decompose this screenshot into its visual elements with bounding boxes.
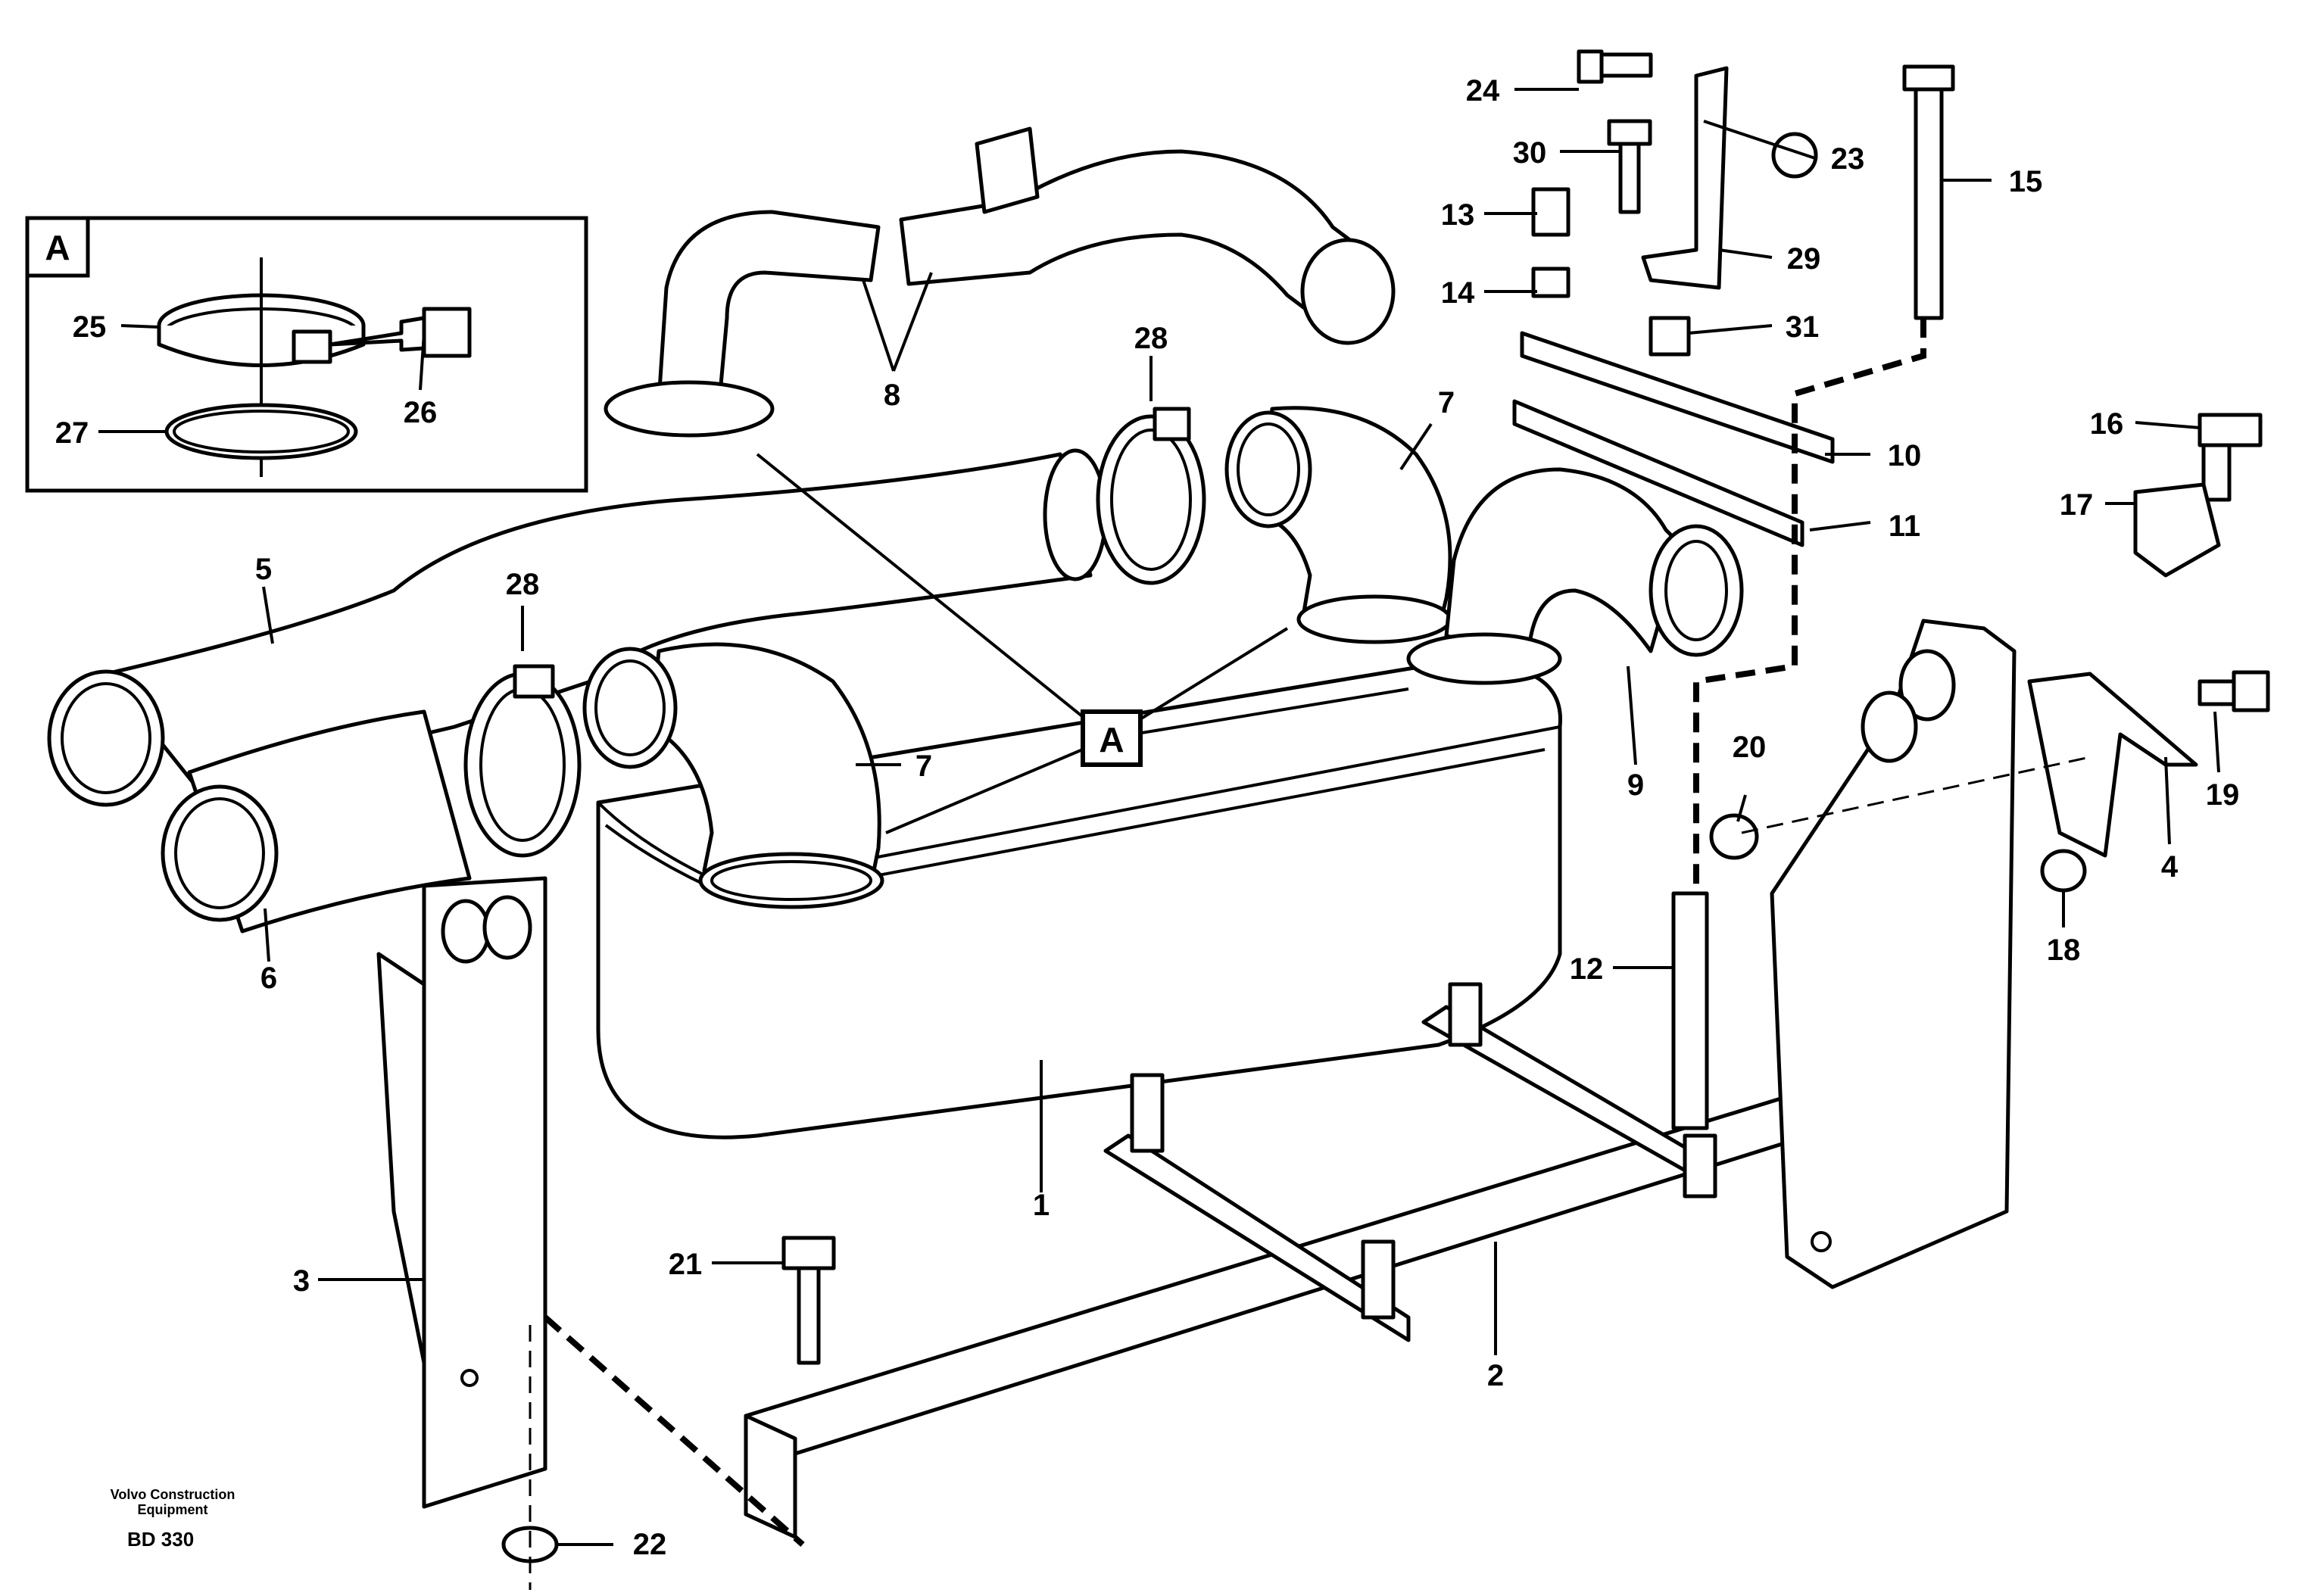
item-label-28-right: 28 <box>1134 322 1168 355</box>
item-label-4: 4 <box>2161 850 2179 884</box>
item-label-25: 25 <box>73 310 107 344</box>
bracket-3 <box>376 876 547 1509</box>
leaders <box>98 88 2220 1546</box>
item-label-27: 27 <box>55 416 89 450</box>
item-label-3: 3 <box>293 1264 310 1298</box>
item-label-20: 20 <box>1733 731 1767 764</box>
item-label-24: 24 <box>1466 74 1500 108</box>
pipe-9 <box>1406 467 1744 685</box>
item-label-16: 16 <box>2090 407 2124 441</box>
callout-a: A <box>756 453 1409 834</box>
item-label-22: 22 <box>633 1528 667 1561</box>
footer-code: BD 330 <box>127 1528 194 1551</box>
footer-company-line1: Volvo Construction <box>111 1487 236 1502</box>
item-label-1: 1 <box>1033 1189 1050 1222</box>
item-label-13: 13 <box>1441 198 1475 232</box>
item-label-18: 18 <box>2047 934 2081 967</box>
item-label-7-front: 7 <box>915 750 932 783</box>
assembly-lines <box>529 318 2091 1590</box>
callout-label: A <box>1099 720 1124 759</box>
item-label-30: 30 <box>1513 136 1547 170</box>
item-label-28-left: 28 <box>506 568 540 601</box>
item-label-8: 8 <box>884 379 900 412</box>
item-label-11: 11 <box>1889 510 1920 543</box>
frame-2 <box>744 982 1835 1539</box>
tail-pipes <box>47 448 1108 934</box>
item-label-19: 19 <box>2206 778 2240 812</box>
item-label-31: 31 <box>1786 310 1820 344</box>
detail-box-a: A <box>25 216 588 493</box>
detail-box-label: A <box>45 228 70 267</box>
bracket-right <box>1770 619 2198 1289</box>
item-label-5: 5 <box>255 553 272 586</box>
item-label-12: 12 <box>1570 952 1604 986</box>
item-label-6: 6 <box>260 962 277 995</box>
item-label-17: 17 <box>2060 488 2094 522</box>
elbow-rear <box>1224 406 1452 644</box>
item-label-29: 29 <box>1787 242 1821 276</box>
item-label-10: 10 <box>1888 439 1922 472</box>
item-label-14: 14 <box>1441 276 1475 310</box>
item-label-26: 26 <box>404 396 438 429</box>
elbow-front <box>582 642 884 909</box>
footer-company-line2: Equipment <box>138 1502 208 1517</box>
item-label-15: 15 <box>2009 165 2043 198</box>
item-label-2: 2 <box>1487 1359 1504 1392</box>
item-number-labels: 1 2 3 4 5 6 7 7 8 9 10 11 12 13 14 15 16… <box>55 74 2240 1561</box>
fasteners <box>501 49 2270 1563</box>
item-label-23: 23 <box>1831 142 1865 176</box>
footer: Volvo Construction Equipment BD 330 <box>111 1487 236 1551</box>
item-label-21: 21 <box>669 1248 703 1281</box>
clamps-28 <box>463 407 1206 858</box>
pipe-8 <box>604 126 1396 438</box>
item-label-9: 9 <box>1627 768 1644 802</box>
item-label-7-rear: 7 <box>1438 386 1455 419</box>
